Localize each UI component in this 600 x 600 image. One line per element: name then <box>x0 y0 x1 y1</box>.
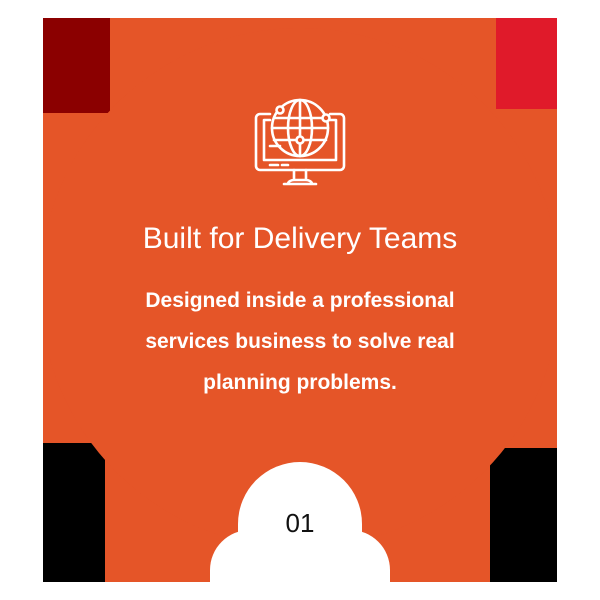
globe-monitor-icon <box>248 88 352 192</box>
number-tab <box>238 462 362 592</box>
card-title: Built for Delivery Teams <box>142 222 458 255</box>
step-number: 01 <box>285 508 315 538</box>
corner-artifact-top-left <box>43 18 110 113</box>
corner-artifact-bottom-left <box>43 443 105 582</box>
corner-artifact-bottom-right <box>490 448 557 582</box>
card-description: Designed inside a professional services … <box>145 289 455 394</box>
corner-artifact-top-right <box>496 18 557 109</box>
